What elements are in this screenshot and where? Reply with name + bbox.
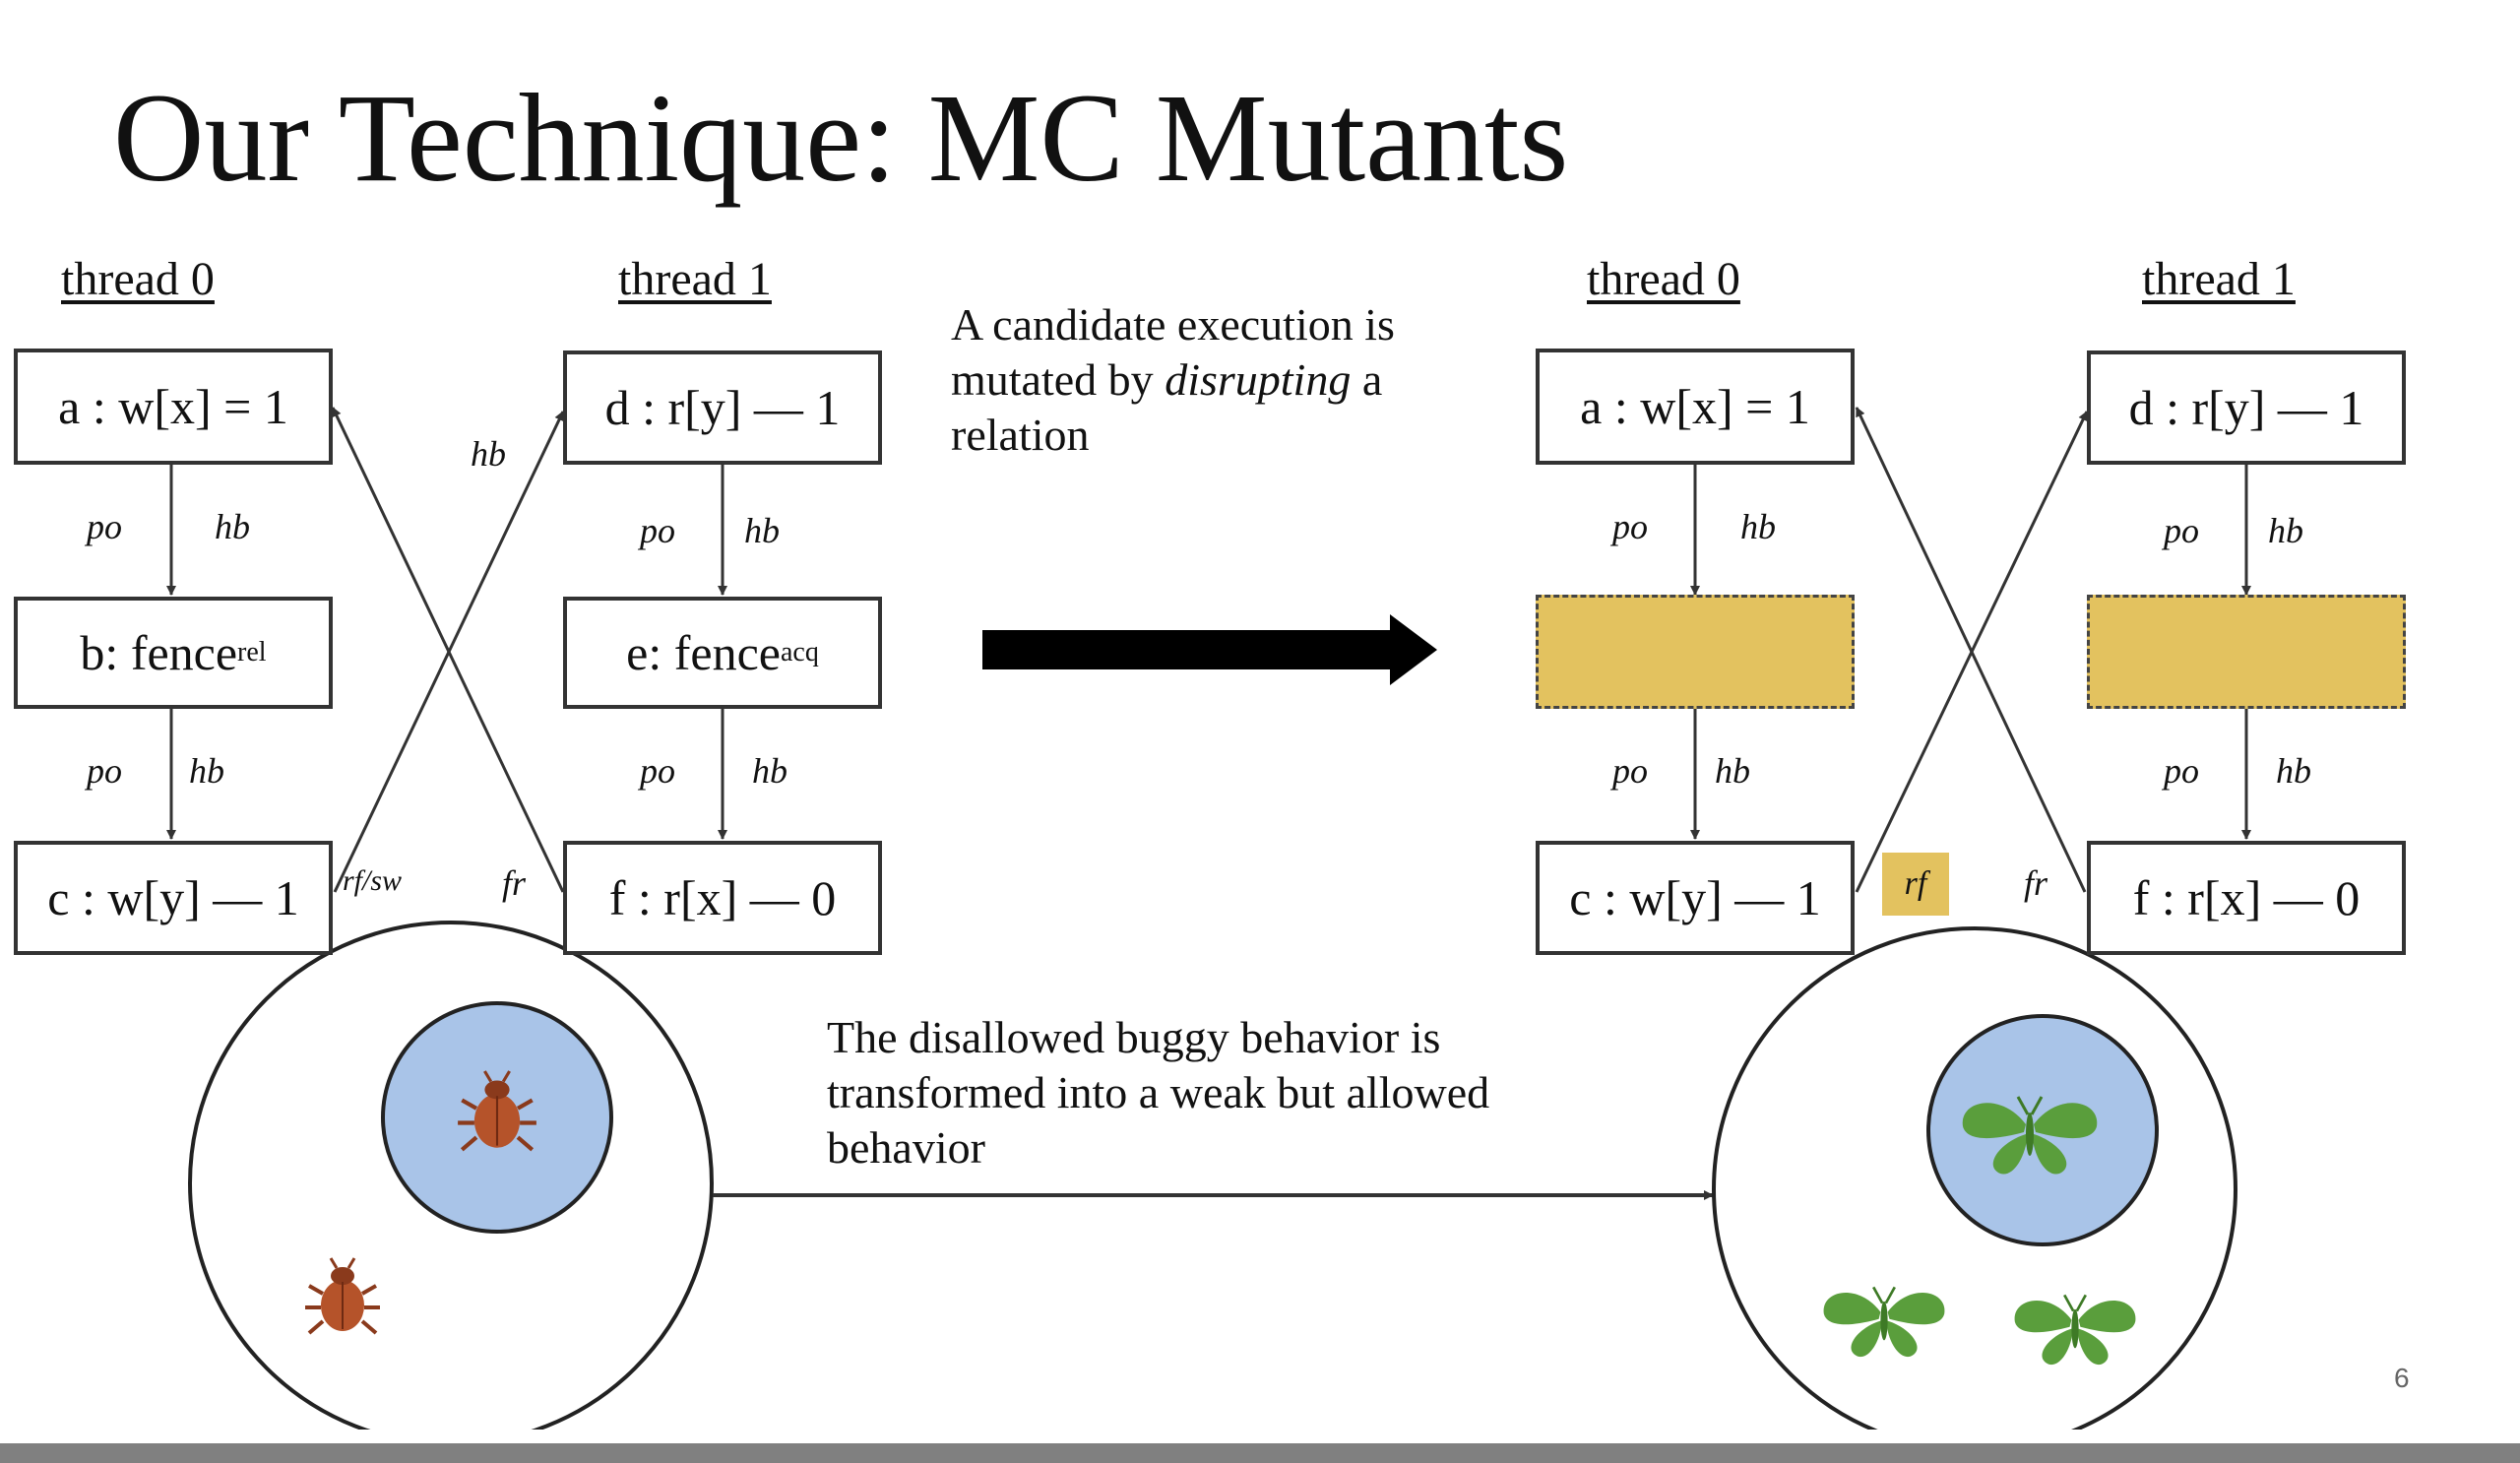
right-thread1-label: thread 1 xyxy=(2142,253,2296,305)
left-rel-hb-de: hb xyxy=(744,511,780,550)
bottom-bar xyxy=(0,1443,2520,1463)
left-node-c: c : w[y] — 1 xyxy=(14,841,333,955)
mutation-caption: A candidate execution is mutated by disr… xyxy=(951,297,1502,463)
left-node-f: f : r[x] — 0 xyxy=(563,841,882,955)
right-arrow-icon xyxy=(982,614,1437,685)
right-node-a: a : w[x] = 1 xyxy=(1536,349,1855,465)
left-rel-po-ef: po xyxy=(640,751,675,791)
left-thread0-label: thread 0 xyxy=(61,253,215,305)
right-thread0-label: thread 0 xyxy=(1587,253,1740,305)
right-rel-po-c: po xyxy=(1612,751,1648,791)
left-node-b-label: b: fence xyxy=(80,625,238,680)
left-rel-rfsw: rf/sw xyxy=(343,864,403,897)
left-rel-po-de: po xyxy=(640,511,675,550)
left-rel-po-ab: po xyxy=(87,507,122,546)
left-node-d: d : r[y] — 1 xyxy=(563,350,882,465)
right-f-to-a-edge xyxy=(1855,407,2087,893)
right-mutated-fence-1 xyxy=(2087,595,2406,709)
right-rel-po-d: po xyxy=(2164,511,2199,550)
left-rel-fr: fr xyxy=(502,863,527,903)
right-rel-fr: fr xyxy=(2024,863,2048,903)
left-rel-hb-ef: hb xyxy=(752,751,788,791)
left-rel-po-bc: po xyxy=(87,751,122,791)
right-node-c: c : w[y] — 1 xyxy=(1536,841,1855,955)
behavior-caption: The disallowed buggy behavior is transfo… xyxy=(827,1012,1490,1173)
right-node-f: f : r[x] — 0 xyxy=(2087,841,2406,955)
right-node-d: d : r[y] — 1 xyxy=(2087,350,2406,465)
right-rel-hb-f: hb xyxy=(2276,751,2311,791)
mutation-caption-pre: A candidate execution is mutated by xyxy=(951,299,1395,405)
right-rel-rf-badge: rf xyxy=(1882,853,1949,916)
left-node-e-label: e: fence xyxy=(626,625,781,680)
left-node-b-sub: rel xyxy=(237,637,267,668)
right-rel-po-a: po xyxy=(1612,507,1648,546)
mutation-caption-emph: disrupting xyxy=(1165,354,1352,405)
left-rel-hb-cross: hb xyxy=(471,434,506,474)
left-node-e-sub: acq xyxy=(780,637,819,668)
right-rel-hb-a: hb xyxy=(1740,507,1776,546)
right-rel-hb-c: hb xyxy=(1715,751,1750,791)
right-rel-po-f: po xyxy=(2164,751,2199,791)
right-mutated-fence-0 xyxy=(1536,595,1855,709)
left-thread1-label: thread 1 xyxy=(618,253,772,305)
page-number: 6 xyxy=(2394,1363,2410,1393)
left-rel-hb-ab: hb xyxy=(215,507,250,546)
left-rel-hb-bc: hb xyxy=(189,751,224,791)
right-rel-hb-d: hb xyxy=(2268,511,2303,550)
left-node-a: a : w[x] = 1 xyxy=(14,349,333,465)
left-f-to-a-edge xyxy=(331,407,565,893)
slide-title: Our Technique: MC Mutants xyxy=(113,68,1569,208)
mutation-caption-post: a relation xyxy=(951,354,1383,460)
